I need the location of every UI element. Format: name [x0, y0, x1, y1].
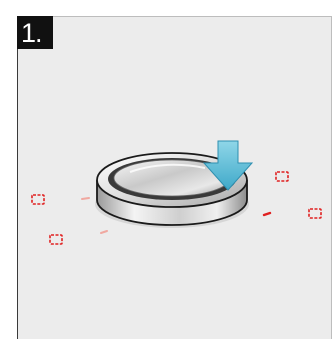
step-number-badge: 1.: [17, 16, 53, 49]
press-down-arrow-icon: [202, 140, 254, 191]
indicator-dots: [81, 197, 272, 234]
cooking-zone-indicator-icon: [31, 171, 322, 245]
